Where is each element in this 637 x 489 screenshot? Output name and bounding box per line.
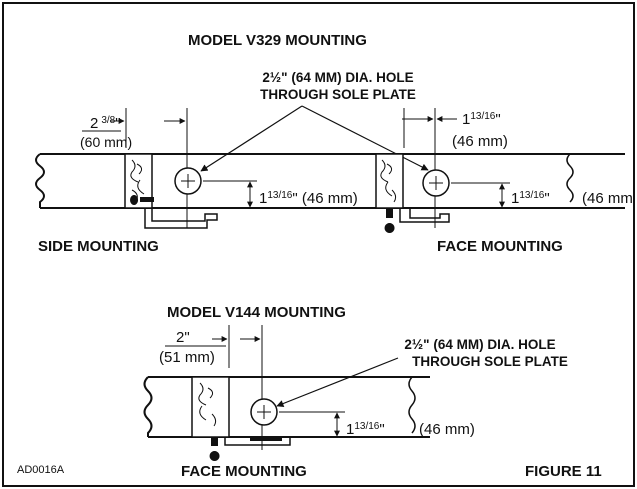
top-side-height: 113/16" (46 mm) [259,190,358,207]
bottom-sole-plate [143,376,430,438]
top-face-offset-mm: (46 mm) [452,133,508,150]
figure-label: FIGURE 11 [525,463,602,480]
bottom-hole-label-line2: THROUGH SOLE PLATE [412,354,568,369]
top-face-mounting-label: FACE MOUNTING [437,238,563,255]
top-left-bracket [144,208,218,229]
top-right-bracket [399,208,450,223]
top-hole-label-line1: 2½" (64 MM) DIA. HOLE [262,70,413,85]
bottom-face-mounting-label: FACE MOUNTING [181,463,307,480]
bottom-bracket [224,437,291,446]
top-leader-left [200,105,303,172]
top-right-stud [375,153,404,209]
bottom-title: MODEL V144 MOUNTING [167,304,346,321]
drawing-code: AD0016A [17,464,65,476]
top-side-offset-mm: (60 mm) [80,134,132,150]
side-mounting-label: SIDE MOUNTING [38,238,159,255]
bottom-sole-plate-right-break [408,376,416,434]
bottom-stud-grain [198,382,217,427]
bottom-leader [276,357,399,407]
top-hole-label-line2: THROUGH SOLE PLATE [260,87,416,102]
bottom-screw [209,437,220,461]
bottom-bracket-tab [250,436,282,441]
top-face-height: 113/16" [511,190,550,207]
bottom-height: 113/16" [346,421,385,438]
top-title: MODEL V329 MOUNTING [188,32,367,49]
bottom-hole-label-line1: 2½" (64 MM) DIA. HOLE [404,337,555,352]
top-left-screw [130,195,154,205]
top-leader-right [301,105,429,171]
top-face-offset: 113/16" [462,111,501,128]
top-right-screw [384,208,395,233]
bottom-stud [191,376,230,438]
bottom-offset-mm: (51 mm) [159,349,215,366]
bottom-height-mm: (46 mm) [419,421,475,438]
top-left-stud-grain [130,159,145,203]
top-face-height-mm: (46 mm [582,190,633,207]
top-sole-plate-right-break [566,153,574,203]
top-right-stud-grain [380,159,397,203]
top-left-stud [124,153,153,209]
bottom-offset: 2" [176,329,190,346]
